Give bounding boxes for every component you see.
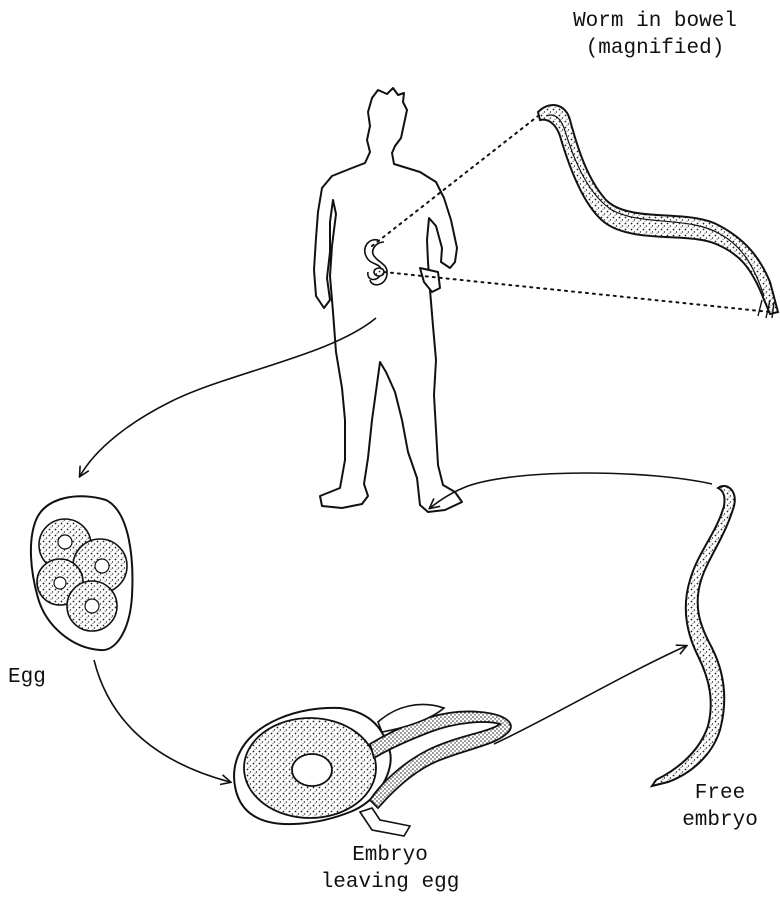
label-free-embryo: Free embryo: [660, 780, 780, 834]
arrow-free-to-human: [430, 473, 712, 508]
label-embryo-leaving-egg: Embryo leaving egg: [270, 842, 510, 896]
label-free-embryo-line2: embryo: [660, 807, 780, 834]
label-worm-in-bowel-line2: (magnified): [530, 35, 780, 62]
arrow-egg-to-hatching: [94, 660, 230, 782]
arrow-human-to-egg: [80, 318, 376, 476]
free-embryo-icon: [652, 486, 735, 786]
label-embryo-leaving-egg-line2: leaving egg: [270, 869, 510, 896]
hatching-embryo-icon: [234, 704, 511, 836]
arrow-hatching-to-free: [494, 646, 686, 744]
egg-icon: [31, 496, 133, 650]
label-free-embryo-line1: Free: [660, 780, 780, 807]
label-egg-text: Egg: [8, 664, 46, 691]
human-silhouette-icon: [314, 88, 462, 512]
label-worm-in-bowel: Worm in bowel (magnified): [530, 8, 780, 62]
adult-worm-icon: [538, 105, 778, 318]
label-worm-in-bowel-line1: Worm in bowel: [530, 8, 780, 35]
label-egg: Egg: [8, 664, 46, 691]
label-embryo-leaving-egg-line1: Embryo: [270, 842, 510, 869]
